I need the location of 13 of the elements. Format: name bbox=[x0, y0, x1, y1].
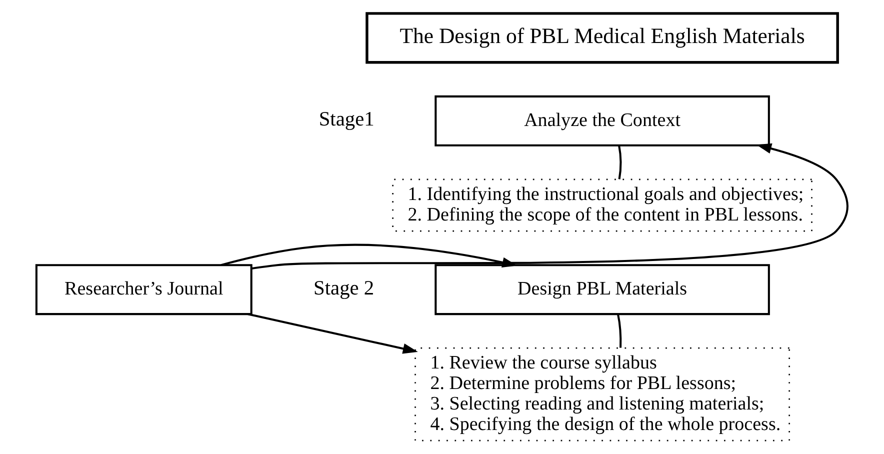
node-box: 1. Identifying the instructional goals and objectives; 2. Defining the scope of the content in PBL lessons. bbox=[392, 178, 812, 232]
arrow bbox=[220, 244, 518, 268]
node-box: Analyze the Context bbox=[434, 95, 770, 146]
node-box: Design PBL Materials bbox=[434, 264, 770, 316]
node-box: Researcher’s Journal bbox=[35, 264, 252, 316]
arrow bbox=[248, 313, 418, 354]
connector bbox=[616, 314, 622, 348]
arrow bbox=[251, 143, 848, 270]
label: Stage 2 bbox=[314, 277, 374, 300]
node-box: 1. Review the course syllabus 2. Determine problems for PBL lessons; 3. Selecting reading and listening materials; 4. Specifying the design of the whole process. bbox=[414, 347, 790, 442]
connector bbox=[618, 145, 622, 180]
label: Stage1 bbox=[318, 108, 374, 131]
node-box: The Design of PBL Medical English Materials bbox=[366, 12, 839, 64]
